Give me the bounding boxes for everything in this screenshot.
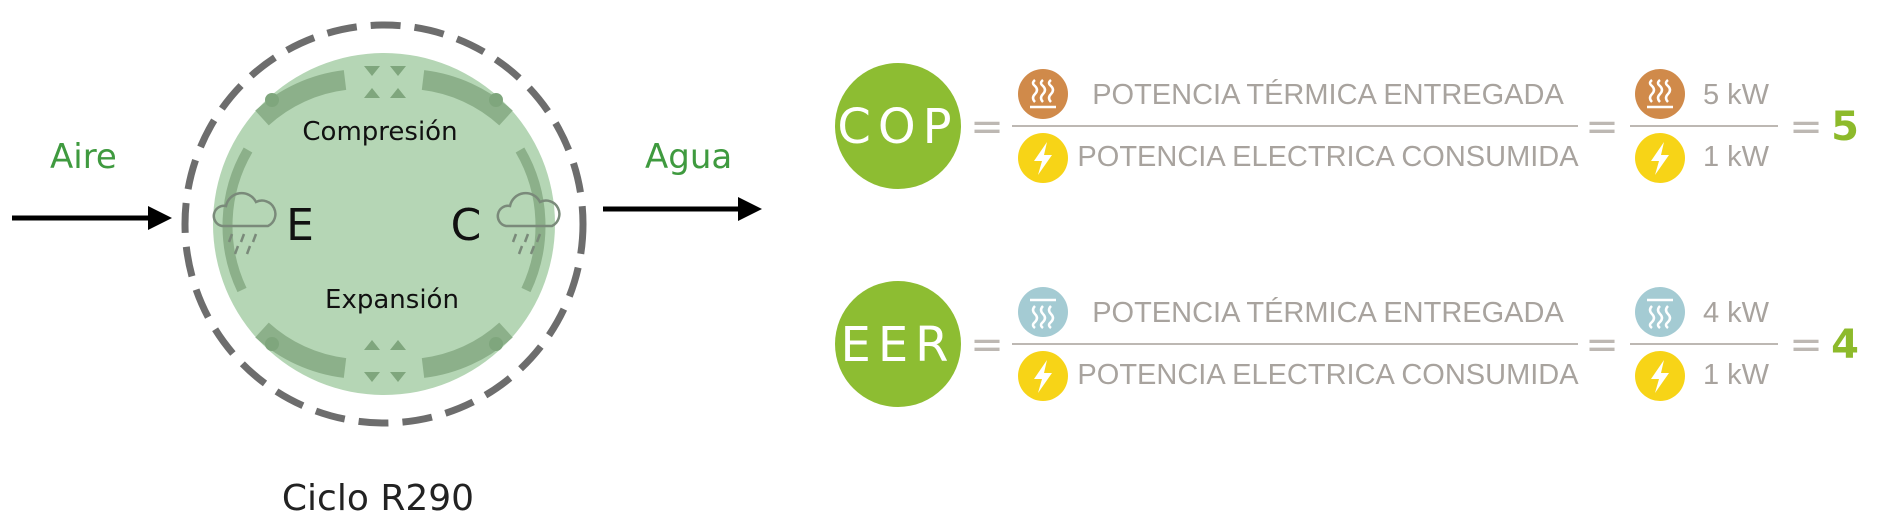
- input-arrow-head: [148, 206, 172, 230]
- cycle-circle: [213, 53, 555, 395]
- formula-result: 5: [1831, 104, 1859, 150]
- flow-arc-top-right: [421, 70, 513, 126]
- fraction-numerator: POTENCIA TÉRMICA ENTREGADA: [1092, 78, 1564, 111]
- compressor-triangles-icon: [364, 66, 406, 98]
- output-arrow-head: [738, 197, 762, 221]
- stage-compression-label: Compresión: [302, 117, 457, 147]
- equals-sign: =: [970, 322, 1004, 368]
- fraction-numerator: POTENCIA TÉRMICA ENTREGADA: [1092, 296, 1564, 329]
- value-denominator: 1 kW: [1703, 359, 1770, 391]
- value-numerator: 5 kW: [1703, 79, 1770, 111]
- cooling-icon: [1635, 287, 1685, 337]
- rain-cloud-icon: [212, 191, 277, 255]
- stage-expansion-label: Expansión: [325, 285, 459, 315]
- node-dot: [489, 93, 503, 107]
- node-dot: [265, 337, 279, 351]
- equals-sign: =: [970, 104, 1004, 150]
- cooling-icon: [1018, 287, 1068, 337]
- fraction-denominator: POTENCIA ELECTRICA CONSUMIDA: [1077, 141, 1579, 173]
- lightning-bolt-icon: [1635, 133, 1685, 183]
- formula-badge: [835, 281, 961, 407]
- evaporator-letter: E: [286, 200, 314, 251]
- value-numerator: 4 kW: [1703, 297, 1770, 329]
- formula-badge-label: COP: [837, 99, 958, 155]
- value-denominator: 1 kW: [1703, 141, 1770, 173]
- fraction-denominator: POTENCIA ELECTRICA CONSUMIDA: [1077, 359, 1579, 391]
- formula-row-eer: EER = POTENCIA TÉRMICA ENTREGADA POTENCIA E…: [835, 281, 1859, 407]
- heat-icon: [1635, 69, 1685, 119]
- node-dot: [489, 337, 503, 351]
- flow-arc-bottom-left: [255, 322, 347, 378]
- equals-sign: =: [1585, 322, 1619, 368]
- condenser-letter: C: [451, 200, 482, 251]
- equals-sign: =: [1789, 322, 1823, 368]
- refrigerant-cycle-diagram: Aire Agua Compr: [12, 21, 762, 519]
- output-label-water: Agua: [645, 137, 732, 177]
- formula-row-cop: COP = POTENCIA TÉRMICA ENTREGADA POTENCIA E…: [835, 63, 1859, 189]
- boundary-dashed-circle: [181, 21, 587, 427]
- diagram-caption: Ciclo R290: [282, 478, 474, 519]
- flow-arc-left: [222, 147, 253, 293]
- lightning-bolt-icon: [1635, 351, 1685, 401]
- flow-arc-bottom-right: [421, 322, 513, 378]
- expansion-triangles-icon: [364, 340, 406, 382]
- flow-arc-top-left: [255, 70, 347, 126]
- formula-badge-label: EER: [840, 317, 955, 373]
- equals-sign: =: [1789, 104, 1823, 150]
- cycle-flow-arrows: [222, 70, 546, 378]
- heat-icon: [1018, 69, 1068, 119]
- formula-badge: [835, 63, 961, 189]
- node-dot: [265, 93, 279, 107]
- formula-result: 4: [1831, 322, 1859, 368]
- efficiency-formulas: COP = POTENCIA TÉRMICA ENTREGADA POTENCIA E…: [835, 63, 1859, 407]
- rain-cloud-icon: [496, 191, 561, 255]
- equals-sign: =: [1585, 104, 1619, 150]
- input-label-air: Aire: [50, 137, 117, 177]
- cycle-node-dots: [265, 93, 503, 351]
- flow-arc-right: [515, 147, 546, 293]
- lightning-bolt-icon: [1018, 133, 1068, 183]
- lightning-bolt-icon: [1018, 351, 1068, 401]
